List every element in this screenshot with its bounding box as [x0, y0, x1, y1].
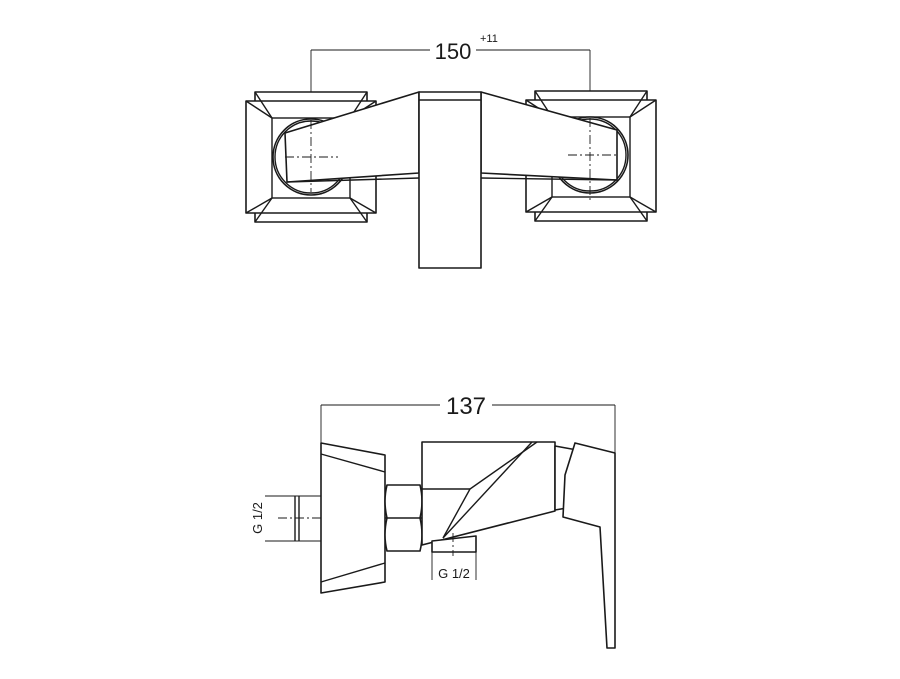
- dimension-150-label: 150: [435, 39, 472, 64]
- dimension-137-label: 137: [446, 393, 486, 420]
- dimension-150: 150 +11: [310, 33, 591, 200]
- top-view: 150 +11: [245, 33, 657, 269]
- outlet-thread-label: G 1/2: [438, 566, 470, 581]
- dimension-tolerance-label: +11: [480, 33, 498, 45]
- hex-nut: [384, 484, 423, 552]
- outlet: G 1/2: [431, 533, 477, 581]
- wall-escutcheon: [320, 442, 386, 594]
- mixer-body-side: [421, 441, 556, 546]
- mixer-body-top: [418, 91, 482, 269]
- lever-handle: [554, 442, 616, 649]
- side-view: 137 G 1/2: [250, 393, 616, 649]
- inlet-thread-label: G 1/2: [250, 502, 265, 534]
